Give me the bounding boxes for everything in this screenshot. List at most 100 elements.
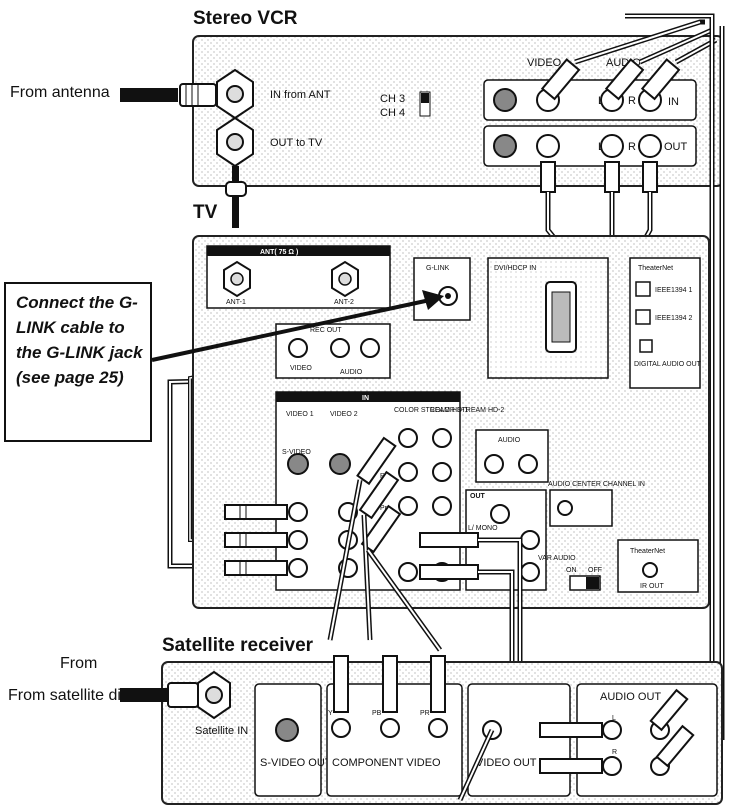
tv-out-label: OUT <box>470 493 486 500</box>
tv-ant1-label: ANT-1 <box>226 299 246 306</box>
sat-audio-l2-plug <box>649 688 689 732</box>
sat-component-label: COMPONENT VIDEO <box>332 757 441 769</box>
vcr-ch4-label: CH 4 <box>380 107 405 119</box>
tv-digital-audio-label: DIGITAL AUDIO OUT <box>634 361 702 368</box>
sat-audio-l-plug <box>539 722 603 738</box>
sat-audio-l-label: L <box>612 715 616 722</box>
sat-video-out-section <box>467 683 571 797</box>
tv-dvi-audio-l-jack[interactable] <box>518 454 538 474</box>
tv-video1-plugs <box>224 504 288 576</box>
tv-out-video-jack[interactable] <box>490 504 510 524</box>
tv-cs1-pb-jack[interactable] <box>398 462 418 482</box>
tv-pr-label: Pr <box>380 505 388 512</box>
ch-switch[interactable] <box>419 91 431 117</box>
tv-theaternet-label: TheaterNet <box>638 265 673 272</box>
tv-video1-audio-r-jack[interactable] <box>288 558 308 578</box>
vcr-ant-in-connector <box>226 85 244 103</box>
tv-ant2-label: ANT-2 <box>334 299 354 306</box>
tv-video1-svideo-jack[interactable] <box>287 453 309 475</box>
tv-cs1-pr-jack[interactable] <box>398 496 418 516</box>
tv-video2-svideo-jack[interactable] <box>329 453 351 475</box>
tv-speaker-switch-knob <box>586 577 599 589</box>
sat-svideo-jack[interactable] <box>275 718 299 742</box>
tv-off-label: OFF <box>588 567 602 574</box>
tv-ant2-connector <box>338 272 352 286</box>
vcr-video-label: VIDEO <box>527 57 562 69</box>
tv-in-header-bar <box>276 392 460 402</box>
sat-pb-jack[interactable] <box>380 718 400 738</box>
tv-l-mono-label: L/ MONO <box>468 525 498 532</box>
tv-svideo-label: S-VIDEO <box>282 449 311 456</box>
vcr-out-audio-r-jack[interactable] <box>638 134 662 158</box>
vcr-out-video-jack[interactable] <box>536 134 560 158</box>
tv-audio-center-label: AUDIO CENTER CHANNEL IN <box>548 481 645 488</box>
tv-video1-label: VIDEO 1 <box>286 411 314 418</box>
tv-glink-jack-center <box>445 293 451 299</box>
tv-on-label: ON <box>566 567 577 574</box>
sat-pb-plug <box>382 655 398 713</box>
sat-audio-r-label: R <box>612 749 617 756</box>
sat-pr-jack[interactable] <box>428 718 448 738</box>
sat-in-connector <box>205 686 223 704</box>
tv-rec-out-audio-l-jack[interactable] <box>330 338 350 358</box>
tv-ant-header-label: ANT( 75 Ω ) <box>260 249 298 256</box>
ch-switch-knob <box>421 93 429 103</box>
tv-ir-out-jack[interactable] <box>642 562 658 578</box>
tv-video1-video-jack[interactable] <box>288 502 308 522</box>
tv-digital-audio-port[interactable] <box>639 339 653 353</box>
tv-cs1-label: COLOR STREAM HD-1 <box>394 407 468 414</box>
tv-out-audio-r-jack[interactable] <box>520 562 540 582</box>
vcr-out-to-tv-label: OUT to TV <box>270 137 323 149</box>
sat-y-jack[interactable] <box>331 718 351 738</box>
vcr-out-label: OUT <box>664 141 688 153</box>
tv-ir-out-label: IR OUT <box>640 583 664 590</box>
sat-audio-r-jack[interactable] <box>602 756 622 776</box>
vcr-in-svideo-jack[interactable] <box>493 88 517 112</box>
tv-ieee1-port[interactable] <box>635 281 651 297</box>
vcr-in-r-label: R <box>628 95 636 107</box>
vcr-out-r-label: R <box>628 141 636 153</box>
tv-cs-audio-r-jack[interactable] <box>398 562 418 582</box>
tv-ieee1-label: IEEE1394 1 <box>655 287 692 294</box>
dish-plug <box>167 682 199 708</box>
tv-audio-center-jack[interactable] <box>557 500 573 516</box>
tv-ant1-connector <box>230 272 244 286</box>
component-cables <box>327 436 443 652</box>
tv-cs2-y-jack[interactable] <box>432 428 452 448</box>
vcr-out-jack-group <box>483 125 697 167</box>
vcr-in-from-ant-label: IN from ANT <box>270 89 331 101</box>
tv-cs2-pb-jack[interactable] <box>432 462 452 482</box>
sat-audio-l-jack[interactable] <box>602 720 622 740</box>
tv-ieee2-port[interactable] <box>635 309 651 325</box>
vcr-out-svideo-jack[interactable] <box>493 134 517 158</box>
coax-ferrite <box>225 181 247 197</box>
tv-out-audio-l-jack[interactable] <box>520 530 540 550</box>
tv-ieee2-label: IEEE1394 2 <box>655 315 692 322</box>
tv-rec-out-audio-label: AUDIO <box>340 369 363 376</box>
from-dish-label-1: From <box>60 655 97 672</box>
sat-pb-label: PB <box>372 710 382 717</box>
glink-arrow <box>151 290 444 362</box>
tv-cs2-label: COLOR STREAM HD-2 <box>430 407 504 414</box>
sat-in-label: Satellite IN <box>195 725 248 737</box>
tv-rec-out-audio-r-jack[interactable] <box>360 338 380 358</box>
tv-video1-audio-l-jack[interactable] <box>288 530 308 550</box>
tv-dvi-audio-r-jack[interactable] <box>484 454 504 474</box>
tv-cs1-y-jack[interactable] <box>398 428 418 448</box>
tv-rec-out-label: REC OUT <box>310 327 342 334</box>
sat-pr-plug <box>430 655 446 713</box>
vcr-in-label: IN <box>668 96 679 108</box>
vcr-title: Stereo VCR <box>193 8 298 29</box>
tv-dvi-audio-label: AUDIO <box>498 437 521 444</box>
from-dish-label: From satellite dish <box>8 687 138 704</box>
sat-audio-out-label: AUDIO OUT <box>600 691 661 703</box>
tv-rec-out-video-jack[interactable] <box>288 338 308 358</box>
sat-svideo-label: S-VIDEO OUT <box>260 757 332 769</box>
tv-cs2-pr-jack[interactable] <box>432 496 452 516</box>
sat-audio-r-plug <box>539 758 603 774</box>
tv-video2-label: VIDEO 2 <box>330 411 358 418</box>
tv-title: TV <box>193 202 218 223</box>
tv-glink-label: G-LINK <box>426 265 450 272</box>
vcr-out-audio-l-jack[interactable] <box>600 134 624 158</box>
